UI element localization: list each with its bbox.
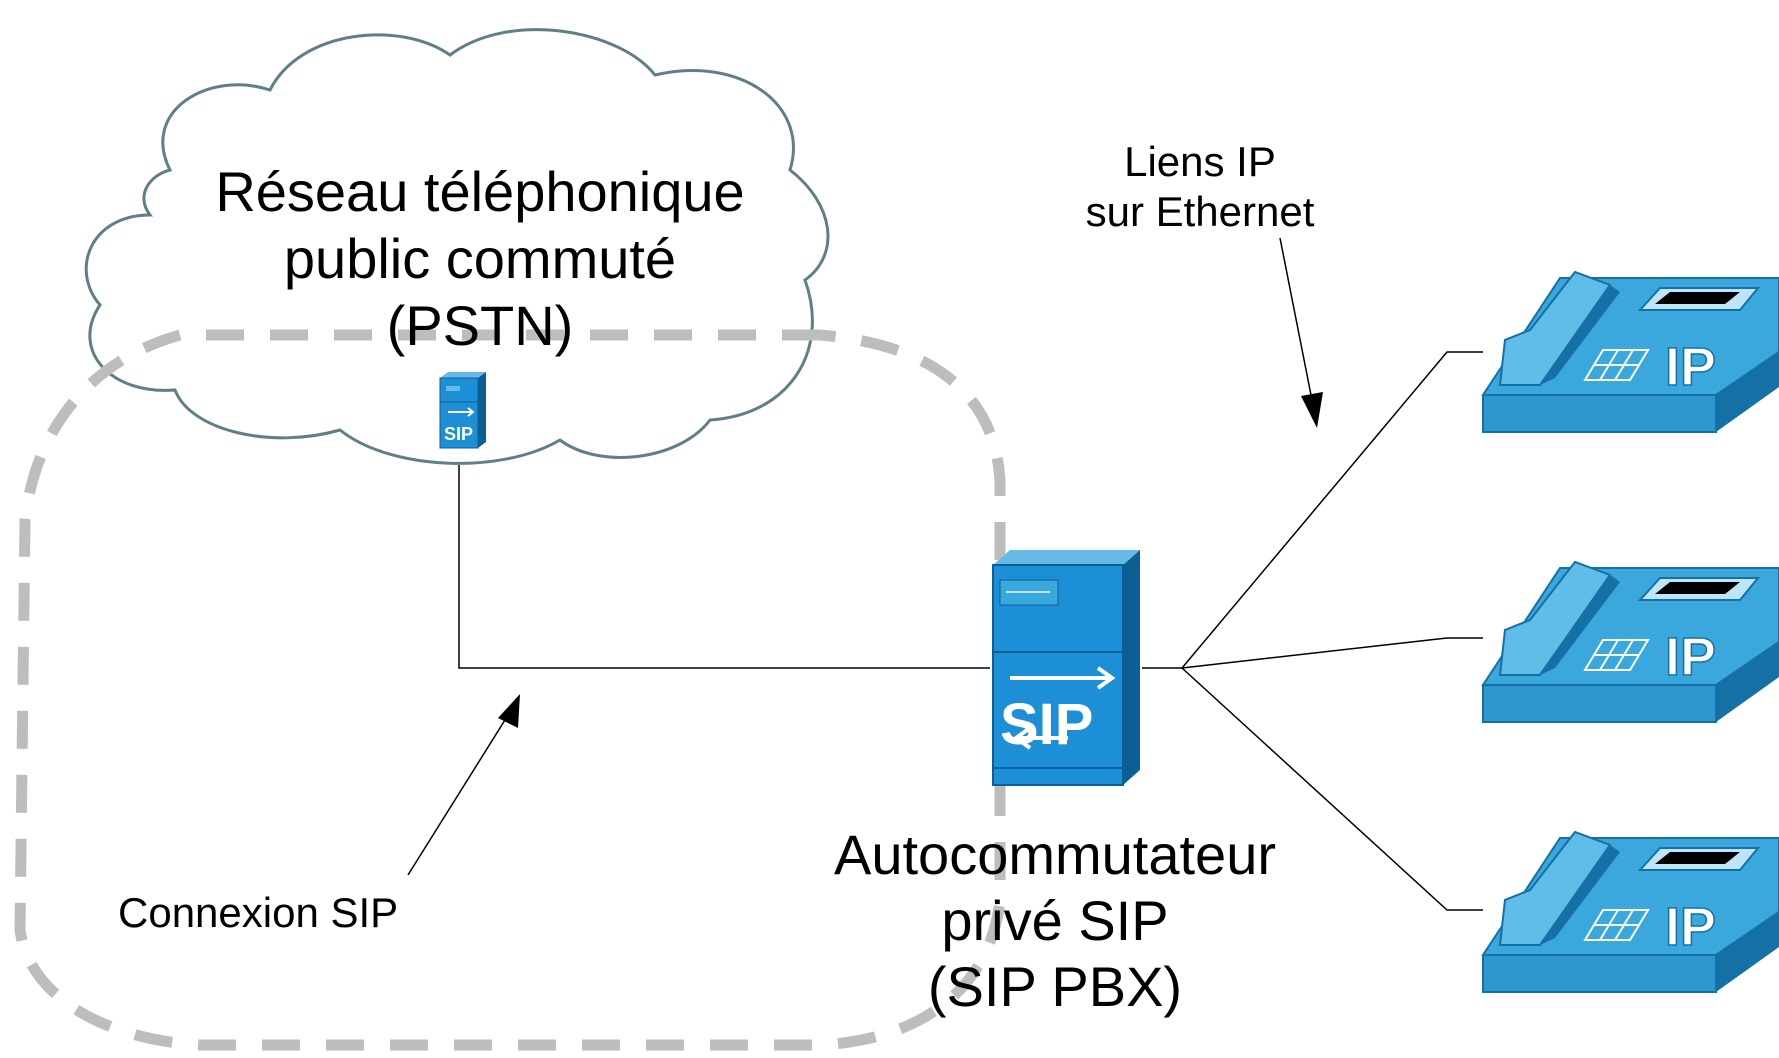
pstn-gateway-sip-text: SIP [444,424,473,444]
ethernet-links [1142,351,1483,911]
sip-connection-arrowhead [498,694,520,728]
sip-connection-label: Connexion SIP [118,889,398,936]
ip-phone-badge: IP [1665,897,1716,957]
ip-links-label: Liens IP sur Ethernet [1086,138,1315,235]
pstn-label-line-3: (PSTN) [387,294,574,357]
pstn-sip-gateway-icon: SIP [439,372,486,449]
ip-phone-icon: IP [1481,830,1779,993]
ip-phone-icon: IP [1481,560,1779,723]
pstn-cloud [84,28,830,465]
pstn-label-line-2: public commuté [284,227,676,290]
sip-pbx-server-icon: SIP [992,550,1140,786]
pbx-label-line-2: privé SIP [941,889,1168,952]
pbx-label-line-3: (SIP PBX) [928,955,1182,1018]
pstn-label-line-1: Réseau téléphonique [215,160,744,223]
ip-phone-icon: IP [1481,270,1779,433]
pbx-label-line-1: Autocommutateur [834,823,1276,886]
ip-links-label-line-2: sur Ethernet [1086,188,1315,235]
ip-links-arrowhead [1301,392,1323,428]
pstn-label: Réseau téléphonique public commuté (PSTN… [215,160,744,357]
ip-phone-badge: IP [1665,627,1716,687]
sip-connection-pointer [407,711,511,876]
cloud-shape [84,28,830,465]
pbx-label: Autocommutateur privé SIP (SIP PBX) [834,823,1276,1018]
sip-domain-dashed-boundary [14,329,1006,1051]
ip-links-pointer [1279,237,1313,401]
sip-connection-line [458,465,990,669]
ip-links-label-line-1: Liens IP [1124,138,1276,185]
pbx-sip-text: SIP [1000,692,1094,757]
ip-phone-badge: IP [1665,337,1716,397]
